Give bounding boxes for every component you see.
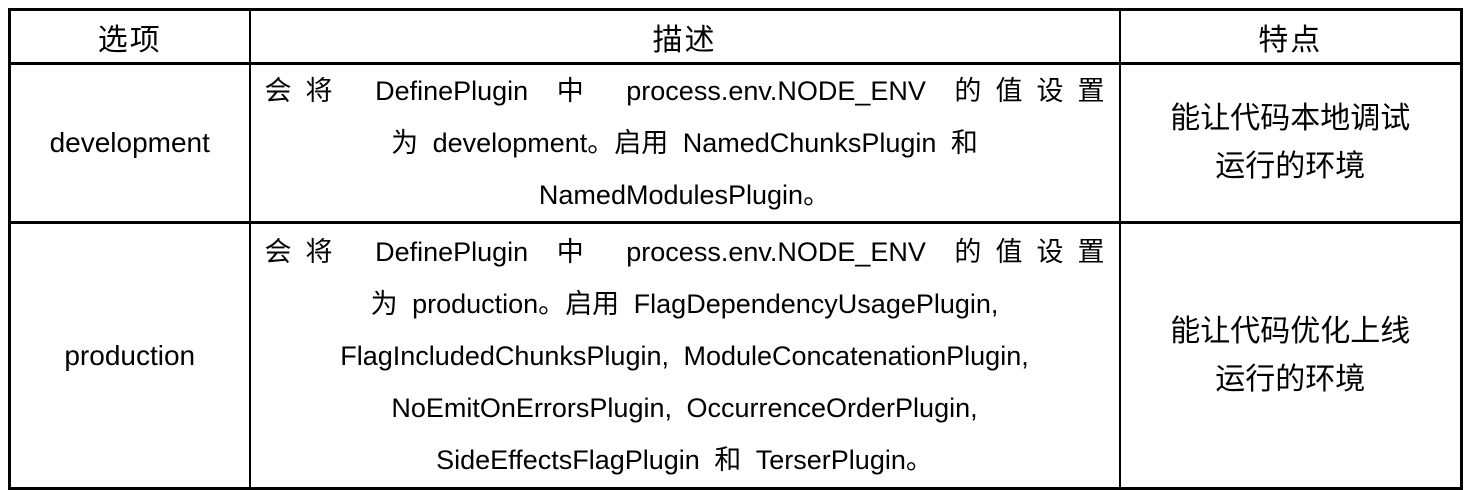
description-line: 为 development。启用 NamedChunksPlugin 和	[391, 128, 978, 158]
feature-cell-production: 能让代码优化上线 运行的环境	[1118, 221, 1463, 490]
description-cell-development: 会将 DefinePlugin 中 process.env.NODE_ENV 的…	[248, 62, 1121, 224]
description-line: 会将 DefinePlugin 中 process.env.NODE_ENV 的…	[264, 236, 1105, 267]
description-line: SideEffectsFlagPlugin 和 TerserPlugin。	[436, 444, 933, 475]
column-header-option: 选项	[8, 8, 251, 65]
description-line: FlagIncludedChunksPlugin, ModuleConcaten…	[340, 340, 1029, 371]
feature-line: 运行的环境	[1215, 150, 1366, 183]
option-cell-development: development	[8, 62, 251, 224]
feature-line: 运行的环境	[1215, 362, 1366, 396]
header-row: 选项 描述 特点	[8, 8, 1463, 65]
option-cell-production: production	[8, 221, 251, 490]
column-header-description: 描述	[248, 8, 1121, 65]
table-row-development: development 会将 DefinePlugin 中 process.en…	[8, 62, 1463, 224]
table-row-production: production 会将 DefinePlugin 中 process.env…	[8, 221, 1463, 490]
description-cell-production: 会将 DefinePlugin 中 process.env.NODE_ENV 的…	[248, 221, 1121, 490]
description-line: NamedModulesPlugin。	[538, 180, 831, 210]
feature-line: 能让代码本地调试	[1170, 102, 1411, 135]
column-header-feature: 特点	[1118, 8, 1463, 65]
description-line: 为 production。启用 FlagDependencyUsagePlugi…	[370, 288, 999, 319]
description-line: 会将 DefinePlugin 中 process.env.NODE_ENV 的…	[264, 76, 1105, 106]
feature-cell-development: 能让代码本地调试 运行的环境	[1118, 62, 1463, 224]
webpack-mode-options-table: 选项 描述 特点 development 会将 DefinePlugin 中 p…	[8, 8, 1463, 490]
feature-line: 能让代码优化上线	[1170, 314, 1411, 348]
description-line: NoEmitOnErrorsPlugin, OccurrenceOrderPlu…	[391, 392, 978, 423]
